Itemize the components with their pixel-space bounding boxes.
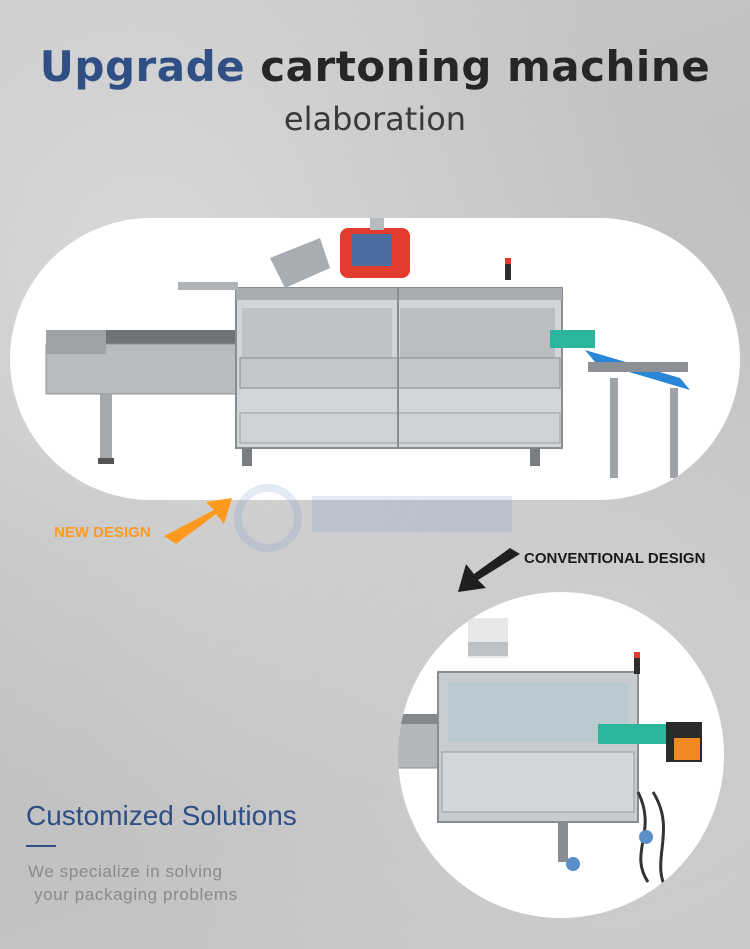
new-design-arrow-icon: [164, 498, 232, 544]
headline-accent-word: Upgrade: [39, 42, 246, 91]
solutions-title: Customized Solutions: [26, 800, 297, 831]
tagline-line-2: your packaging problems: [34, 885, 238, 904]
subtitle: elaboration: [283, 100, 467, 138]
conventional-design-machine-image: [398, 592, 724, 918]
solutions-tagline: We specialize in solving your packaging …: [28, 860, 238, 906]
tagline-line-1: We specialize in solving: [28, 862, 223, 881]
headline-main-words: cartoning machine: [260, 42, 711, 91]
new-machine-illustration: [45, 218, 690, 478]
solutions-underline: [26, 845, 56, 847]
brand-watermark: [234, 484, 512, 552]
main-headline: Upgrade cartoning machine: [0, 42, 750, 91]
conventional-machine-illustration: [398, 618, 702, 893]
conventional-design-arrow-icon: [458, 548, 520, 592]
new-design-label: NEW DESIGN: [54, 524, 151, 541]
conventional-design-label: CONVENTIONAL DESIGN: [524, 550, 706, 567]
new-design-machine-image: [10, 218, 740, 500]
